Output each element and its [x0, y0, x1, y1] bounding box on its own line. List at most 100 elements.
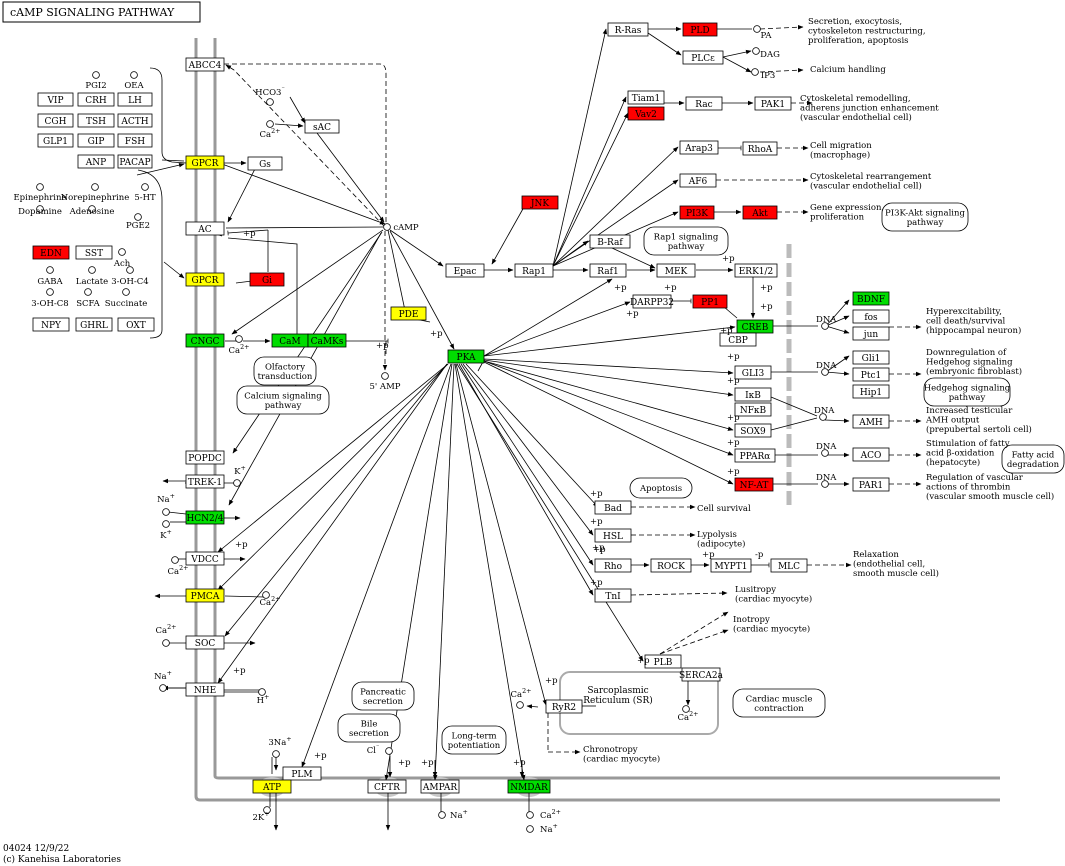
compound-pa[interactable]: PA — [753, 25, 773, 41]
gene-node-bad[interactable]: Bad — [594, 500, 632, 515]
gene-node-ryr2[interactable]: RyR2 — [545, 699, 583, 714]
gene-node-cftr[interactable]: CFTR — [367, 779, 407, 794]
gene-node-darpp32[interactable]: DARPP32 — [630, 294, 674, 309]
gene-node-creb[interactable]: CREB — [736, 319, 774, 334]
gene-node-rhoa[interactable]: RhoA — [742, 141, 778, 156]
gene-node-crh[interactable]: CRH — [77, 92, 115, 107]
compound-dopamine[interactable]: Dopamine — [18, 205, 62, 217]
compound-k2[interactable]: 2K+ — [252, 806, 271, 823]
compound-ht5[interactable]: 5-HT — [134, 183, 156, 203]
gene-node-cngc[interactable]: CNGC — [185, 333, 225, 348]
gene-node-nmdar[interactable]: NMDAR — [507, 779, 551, 794]
compound-succinate[interactable]: Succinate — [105, 288, 148, 309]
gene-node-trek1[interactable]: TREK-1 — [185, 474, 225, 489]
gene-node-af6[interactable]: AF6 — [679, 173, 717, 188]
gene-node-mek[interactable]: MEK — [656, 263, 696, 278]
gene-node-akt[interactable]: Akt — [742, 205, 778, 220]
gene-node-cbp[interactable]: CBP — [719, 332, 757, 347]
compound-oea[interactable]: OEA — [124, 71, 145, 91]
compound-pge2[interactable]: PGE2 — [126, 213, 150, 231]
compound-na3[interactable]: 3Na+ — [268, 735, 292, 758]
compound-scfa[interactable]: SCFA — [76, 288, 101, 309]
compound-ca_nmdar[interactable]: Ca2+ — [526, 808, 561, 821]
gene-node-oxt[interactable]: OXT — [117, 317, 155, 332]
compound-amp5[interactable]: 5' AMP — [369, 372, 401, 392]
gene-node-tni[interactable]: TnI — [594, 588, 632, 603]
gene-node-gli3[interactable]: GLI3 — [734, 365, 772, 380]
gene-node-gs[interactable]: Gs — [247, 156, 283, 171]
gene-node-amh[interactable]: AMH — [852, 414, 890, 429]
gene-node-pp1[interactable]: PP1 — [692, 294, 728, 309]
gene-node-fsh[interactable]: FSH — [117, 133, 153, 148]
gene-node-nhe[interactable]: NHE — [185, 682, 225, 697]
gene-node-camks[interactable]: CaMKs — [307, 333, 347, 348]
gene-node-gli1[interactable]: Gli1 — [852, 350, 890, 365]
gene-node-bdnf[interactable]: BDNF — [852, 291, 890, 306]
pathway-link-apoptosis[interactable]: Apoptosis — [629, 477, 693, 499]
gene-node-tiam1[interactable]: Tiam1 — [627, 90, 665, 105]
compound-h_nhe[interactable]: H+ — [257, 688, 270, 706]
compound-epinephrine[interactable]: Epinephrine — [13, 183, 67, 203]
compound-adenosine[interactable]: Adenosine — [69, 205, 115, 217]
gene-node-abcc4[interactable]: ABCC4 — [185, 57, 225, 72]
gene-node-hsl[interactable]: HSL — [594, 528, 632, 543]
gene-node-rock[interactable]: ROCK — [650, 558, 692, 573]
compound-ach[interactable]: Ach — [113, 248, 131, 269]
gene-node-anp[interactable]: ANP — [77, 154, 115, 169]
gene-node-nfkb[interactable]: NFκB — [734, 402, 772, 417]
gene-node-lh[interactable]: LH — [117, 92, 153, 107]
gene-node-rap1[interactable]: Rap1 — [514, 263, 554, 278]
compound-hco3[interactable]: HCO3⁻ — [255, 85, 285, 106]
gene-node-pi3k[interactable]: PI3K — [679, 205, 715, 220]
gene-node-ikb[interactable]: IκB — [734, 387, 772, 402]
compound-ca_cngc[interactable]: Ca2+ — [229, 335, 250, 356]
gene-node-pmca[interactable]: PMCA — [185, 588, 225, 603]
compound-ip3[interactable]: IP3 — [751, 68, 776, 81]
gene-node-rras[interactable]: R-Ras — [607, 22, 649, 37]
compound-gaba[interactable]: GABA — [37, 266, 64, 287]
gene-node-jnk[interactable]: JNK — [521, 195, 559, 210]
compound-ca_vdcc[interactable]: Ca2+ — [168, 556, 189, 577]
compound-na_ampar[interactable]: Na+ — [438, 808, 468, 821]
gene-node-plce[interactable]: PLCε — [682, 50, 724, 65]
gene-node-raf1[interactable]: Raf1 — [589, 263, 627, 278]
compound-ca_sac[interactable]: Ca2+ — [260, 120, 281, 140]
gene-node-serca2a[interactable]: SERCA2a — [679, 667, 724, 682]
gene-node-nfat[interactable]: NF-AT — [734, 477, 774, 492]
compound-pgi2[interactable]: PGI2 — [85, 71, 107, 91]
gene-node-fos[interactable]: fos — [852, 309, 890, 324]
gene-node-mlc[interactable]: MLC — [770, 558, 808, 573]
gene-node-cam[interactable]: CaM — [271, 333, 309, 348]
gene-node-braf[interactable]: B-Raf — [589, 234, 631, 249]
compound-ohc4[interactable]: 3-OH-C4 — [111, 266, 149, 287]
gene-node-npy[interactable]: NPY — [32, 317, 70, 332]
compound-cl[interactable]: Cl⁻ — [367, 743, 393, 756]
gene-node-ptc1[interactable]: Ptc1 — [852, 367, 890, 382]
gene-node-gip[interactable]: GIP — [77, 133, 115, 148]
compound-lactate[interactable]: Lactate — [76, 266, 108, 287]
compound-ca_pmca[interactable]: Ca2+ — [260, 591, 281, 608]
gene-node-sac[interactable]: sAC — [304, 119, 340, 134]
gene-node-ppara[interactable]: PPARα — [734, 448, 776, 463]
gene-node-gpcr2[interactable]: GPCR — [185, 272, 225, 287]
gene-node-epac[interactable]: Epac — [445, 263, 485, 278]
compound-ohc8[interactable]: 3-OH-C8 — [31, 288, 69, 309]
gene-node-popdc[interactable]: POPDC — [185, 450, 225, 465]
compound-ca_ryr[interactable]: Ca2+ — [511, 687, 532, 709]
gene-node-ac[interactable]: AC — [185, 221, 225, 236]
gene-node-vdcc[interactable]: VDCC — [185, 551, 225, 566]
compound-camp[interactable]: cAMP — [383, 223, 419, 233]
gene-node-ampar[interactable]: AMPAR — [420, 779, 460, 794]
compound-na_nmdar[interactable]: Na+ — [526, 822, 558, 835]
gene-node-acth[interactable]: ACTH — [117, 113, 153, 128]
compound-ca_sr[interactable]: Ca2+ — [678, 705, 699, 723]
compound-norepinephrine[interactable]: Norepinephrine — [61, 183, 130, 203]
